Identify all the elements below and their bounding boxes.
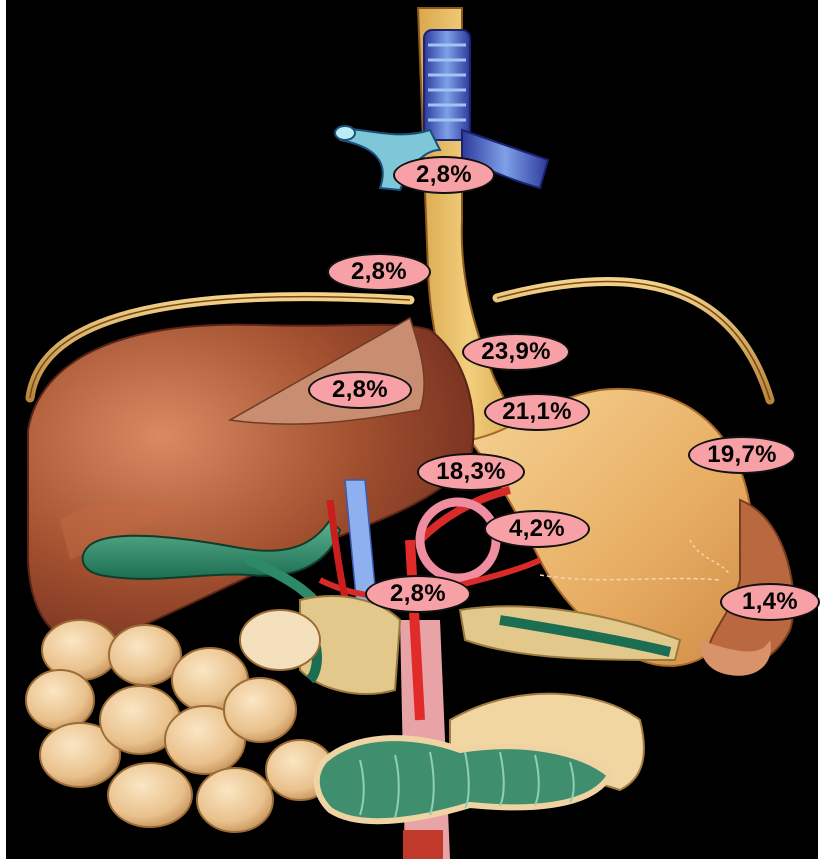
- label-trachea-carina: 2,8%: [393, 156, 495, 194]
- label-gastroesophageal-junction: 21,1%: [484, 393, 590, 431]
- label-diaphragm-hiatus: 2,8%: [327, 253, 431, 291]
- label-celiac-region: 18,3%: [417, 453, 525, 491]
- label-esophagus-distal: 23,9%: [462, 333, 570, 371]
- rectum-stub: [403, 830, 443, 859]
- label-pancreas-head: 2,8%: [365, 575, 471, 613]
- label-stomach-distal: 1,4%: [720, 583, 820, 621]
- label-liver-left-lobe: 2,8%: [308, 371, 412, 409]
- bronchus-opening: [335, 126, 355, 140]
- label-lesser-curvature: 4,2%: [484, 510, 590, 548]
- label-stomach-fundus: 19,7%: [688, 436, 796, 474]
